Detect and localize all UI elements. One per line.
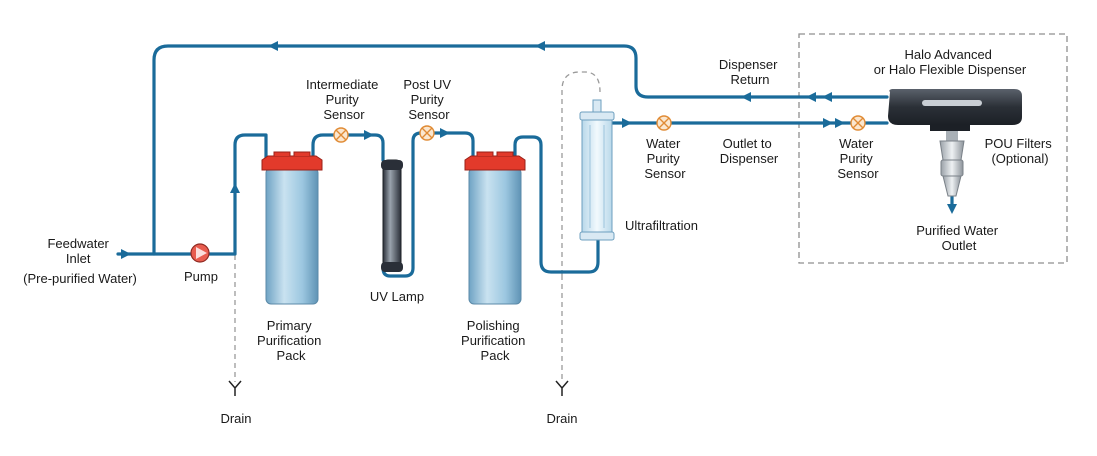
polishing-pack-label: Polishing Purification Pack	[461, 318, 529, 363]
arrow-return-left-3	[741, 92, 751, 102]
pump-label: Pump	[184, 269, 218, 284]
drain-icon-1	[228, 380, 242, 396]
uv-lamp-label: UV Lamp	[370, 289, 424, 304]
pou-filter-icon	[939, 131, 965, 197]
ultrafiltration-label: Ultrafiltration	[625, 218, 698, 233]
intermediate-purity-sensor-icon	[333, 127, 349, 143]
arrow-outlet-right-3	[835, 118, 845, 128]
arrow-sensor-right-2	[440, 128, 450, 138]
post-uv-purity-sensor-icon	[419, 125, 435, 141]
arrow-return-left-4	[806, 92, 816, 102]
post-uv-sensor-label: Post UV Purity Sensor	[403, 77, 454, 122]
ultrafiltration-cartridge-icon	[579, 99, 615, 241]
uf-bypass-dashed-line	[561, 71, 601, 275]
arrow-return-left-1	[268, 41, 278, 51]
uv-lamp-icon	[381, 159, 403, 272]
water-purity-sensor-icon-2	[850, 115, 866, 131]
pou-filters-label: POU Filters (Optional)	[985, 136, 1056, 166]
pipe-network	[116, 44, 954, 278]
halo-dispenser-label: Halo Advanced or Halo Flexible Dispenser	[874, 47, 1027, 77]
dispenser-boundary-box	[798, 33, 1068, 264]
outlet-to-dispenser-label: Outlet to Dispenser	[720, 136, 779, 166]
intermediate-sensor-label: Intermediate Purity Sensor	[306, 77, 382, 122]
flow-arrows	[121, 41, 957, 259]
halo-dispenser-icon	[888, 89, 1022, 131]
pump-icon	[190, 243, 210, 263]
arrow-pump-up	[230, 183, 240, 193]
polishing-purification-pack-icon	[464, 151, 526, 305]
drain-icon-2	[555, 380, 569, 396]
arrow-sensor-right-1	[364, 130, 374, 140]
dispenser-return-label: Dispenser Return	[719, 57, 781, 87]
primary-pack-label: Primary Purification Pack	[257, 318, 325, 363]
purified-water-outlet-label: Purified Water Outlet	[916, 223, 1002, 253]
feedwater-label: Feedwater Inlet (Pre-purified Water)	[23, 236, 137, 286]
water-purity-sensor-label-2: Water Purity Sensor	[837, 136, 879, 181]
water-purity-sensor-icon-1	[656, 115, 672, 131]
drain-label-1: Drain	[220, 411, 251, 426]
arrow-outlet-right-2	[823, 118, 833, 128]
arrow-return-left-2	[535, 41, 545, 51]
drain-label-2: Drain	[546, 411, 577, 426]
arrow-purified-down	[947, 204, 957, 214]
primary-purification-pack-icon	[261, 151, 323, 305]
arrow-feed-inlet	[121, 249, 131, 259]
water-purity-sensor-label-1: Water Purity Sensor	[644, 136, 686, 181]
arrow-outlet-right-1	[622, 118, 632, 128]
arrow-return-left-5	[822, 92, 832, 102]
